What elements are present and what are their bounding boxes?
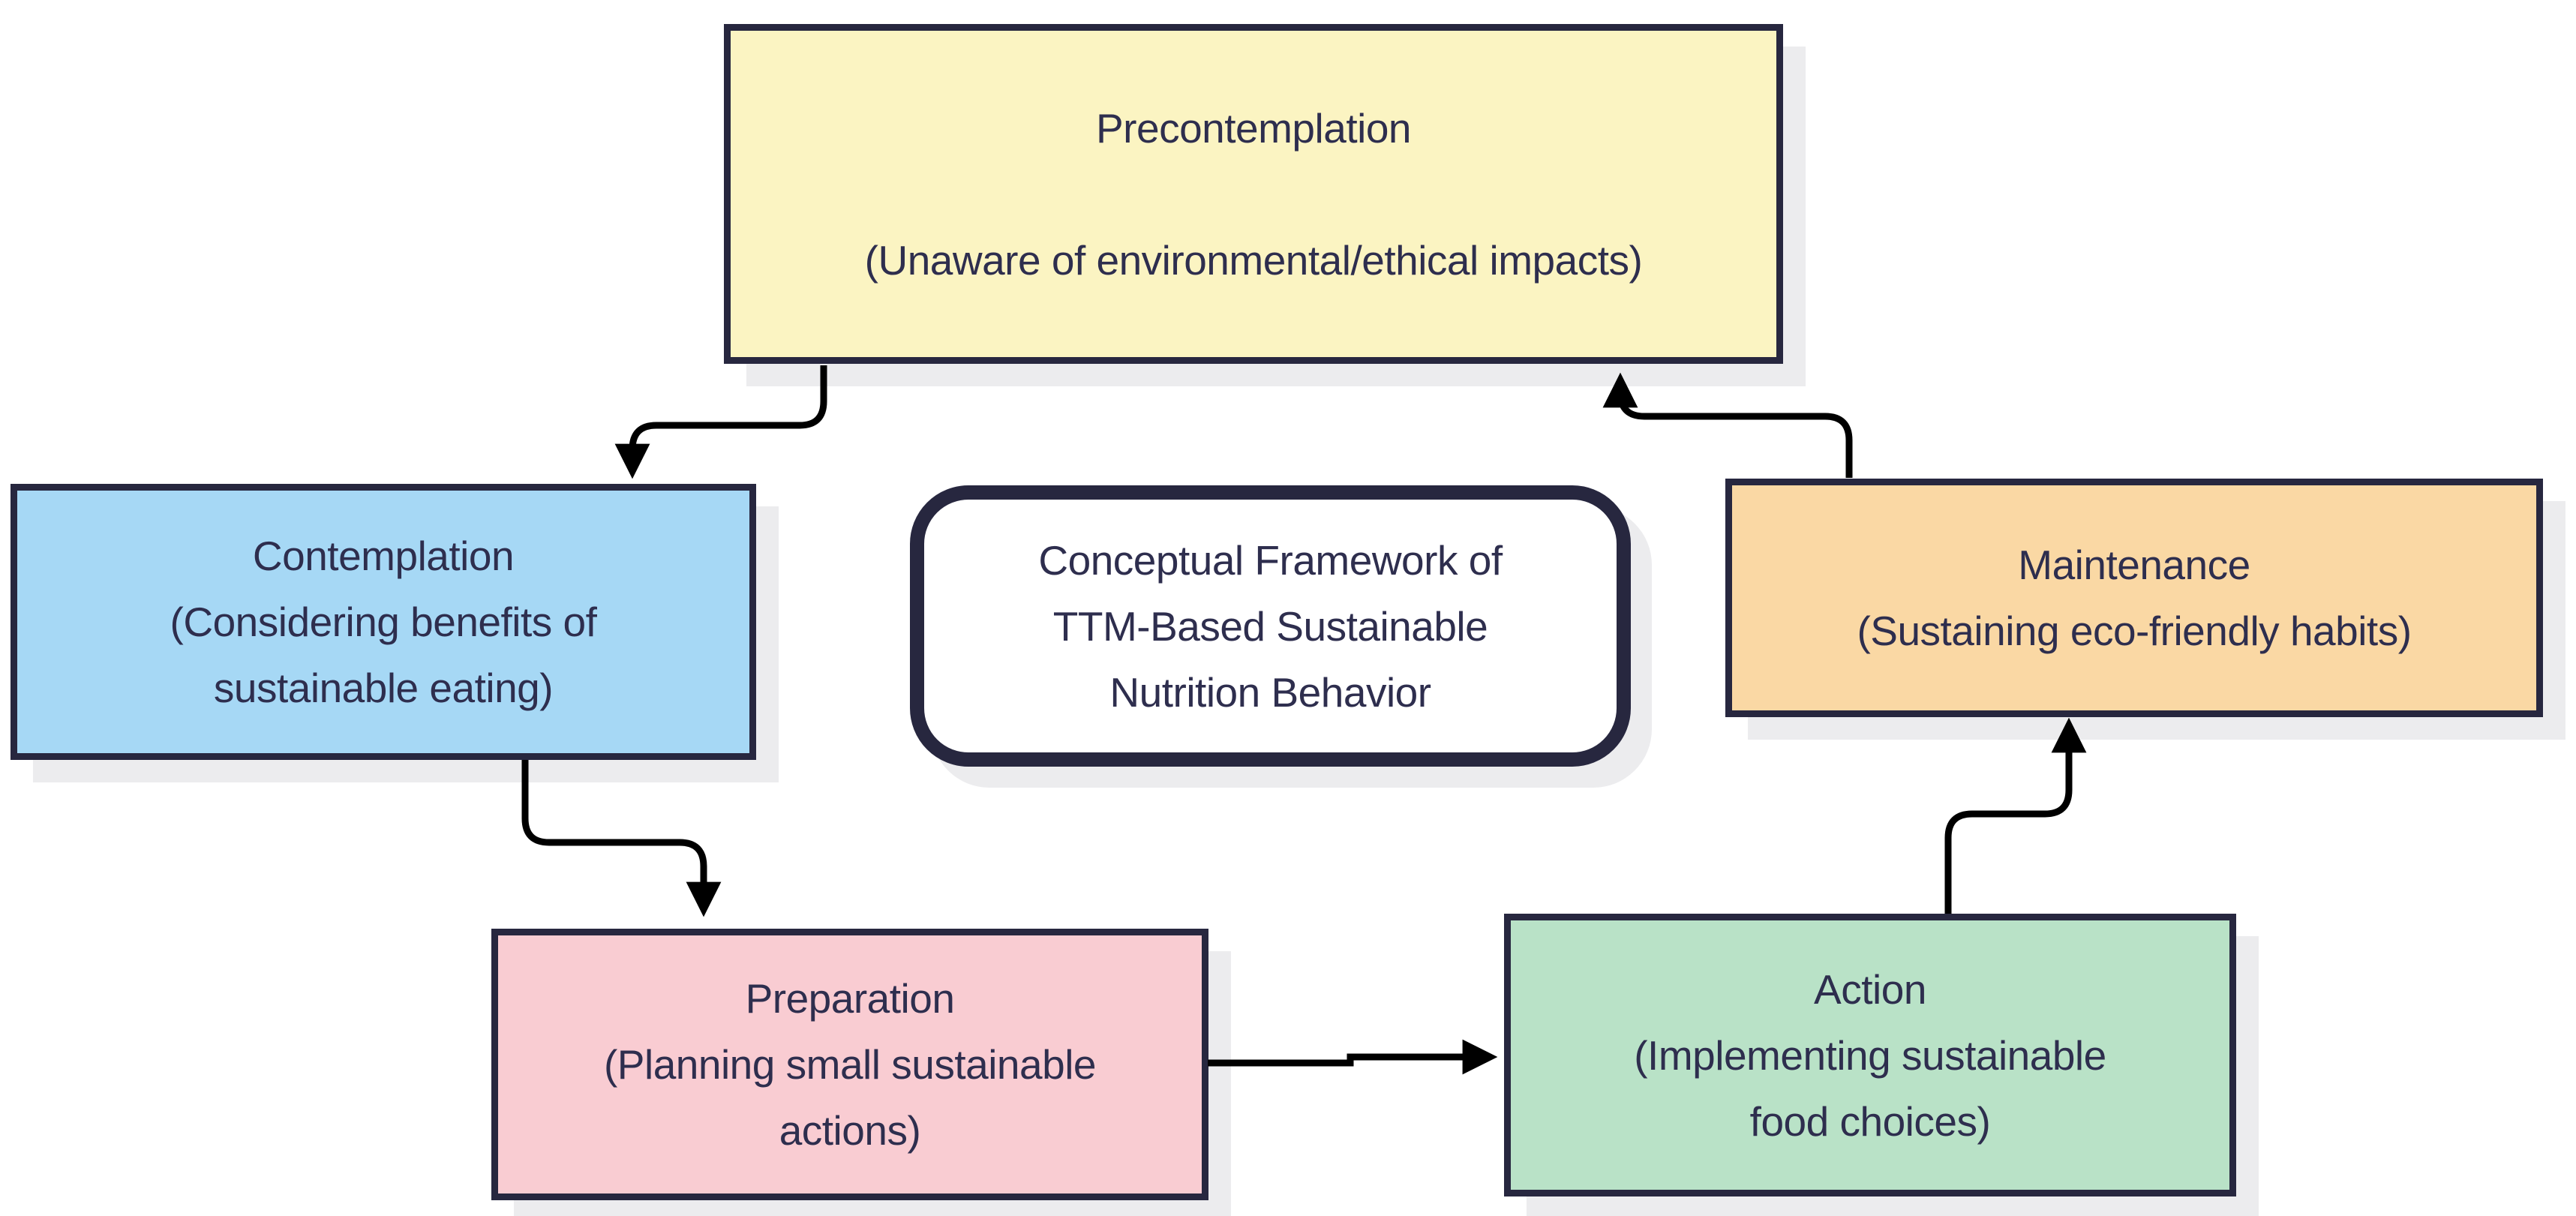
text-line: (Unaware of environmental/ethical impact… bbox=[864, 236, 1643, 284]
arrow-contemplation-to-preparation bbox=[521, 760, 722, 917]
text-line: (Implementing sustainable bbox=[1634, 1031, 2106, 1079]
text-line: Contemplation bbox=[252, 533, 515, 579]
node-maintenance: Maintenance (Sustaining eco-friendly habi… bbox=[1725, 479, 2543, 717]
arrow-maintenance-to-precontemplation bbox=[1602, 372, 1853, 478]
arrow-action-to-maintenance bbox=[1944, 717, 2087, 914]
arrow-preparation-to-action bbox=[1208, 1039, 1498, 1075]
text-line: (Considering benefits of bbox=[170, 599, 597, 645]
node-action: Action (Implementing sustainable food choi… bbox=[1504, 914, 2236, 1196]
node-precontemplation-text: Precontemplation (Unaware of environmenta… bbox=[865, 95, 1643, 293]
arrow-precontemplation-to-contemplation bbox=[614, 365, 827, 479]
text-line: Precontemplation bbox=[1095, 104, 1412, 152]
node-contemplation: Contemplation (Considering benefits of sus… bbox=[11, 484, 756, 760]
text-line: Conceptual Framework of bbox=[1038, 536, 1503, 584]
text-line: Action bbox=[1814, 965, 1926, 1013]
text-line: food choices) bbox=[1749, 1097, 1991, 1145]
text-line bbox=[865, 161, 1643, 227]
text-line: TTM-Based Sustainable bbox=[1052, 602, 1488, 650]
text-line: actions) bbox=[779, 1107, 921, 1154]
diagram-title-text: Conceptual Framework of TTM-Based Sustain… bbox=[1038, 527, 1503, 725]
node-maintenance-text: Maintenance (Sustaining eco-friendly habi… bbox=[1857, 532, 2412, 664]
text-line: (Planning small sustainable bbox=[603, 1041, 1097, 1088]
text-line: sustainable eating) bbox=[213, 665, 554, 711]
node-contemplation-text: Contemplation (Considering benefits of sus… bbox=[170, 523, 597, 721]
node-preparation: Preparation (Planning small sustainable ac… bbox=[491, 929, 1208, 1200]
text-line: Maintenance bbox=[2018, 542, 2250, 588]
node-preparation-text: Preparation (Planning small sustainable ac… bbox=[603, 965, 1097, 1163]
node-action-text: Action (Implementing sustainable food choi… bbox=[1634, 956, 2106, 1154]
text-line: Nutrition Behavior bbox=[1109, 668, 1431, 716]
text-line: (Sustaining eco-friendly habits) bbox=[1857, 608, 2412, 654]
node-precontemplation: Precontemplation (Unaware of environmenta… bbox=[724, 24, 1783, 364]
diagram-title-box: Conceptual Framework of TTM-Based Sustain… bbox=[910, 485, 1631, 767]
text-line: Preparation bbox=[745, 975, 955, 1022]
